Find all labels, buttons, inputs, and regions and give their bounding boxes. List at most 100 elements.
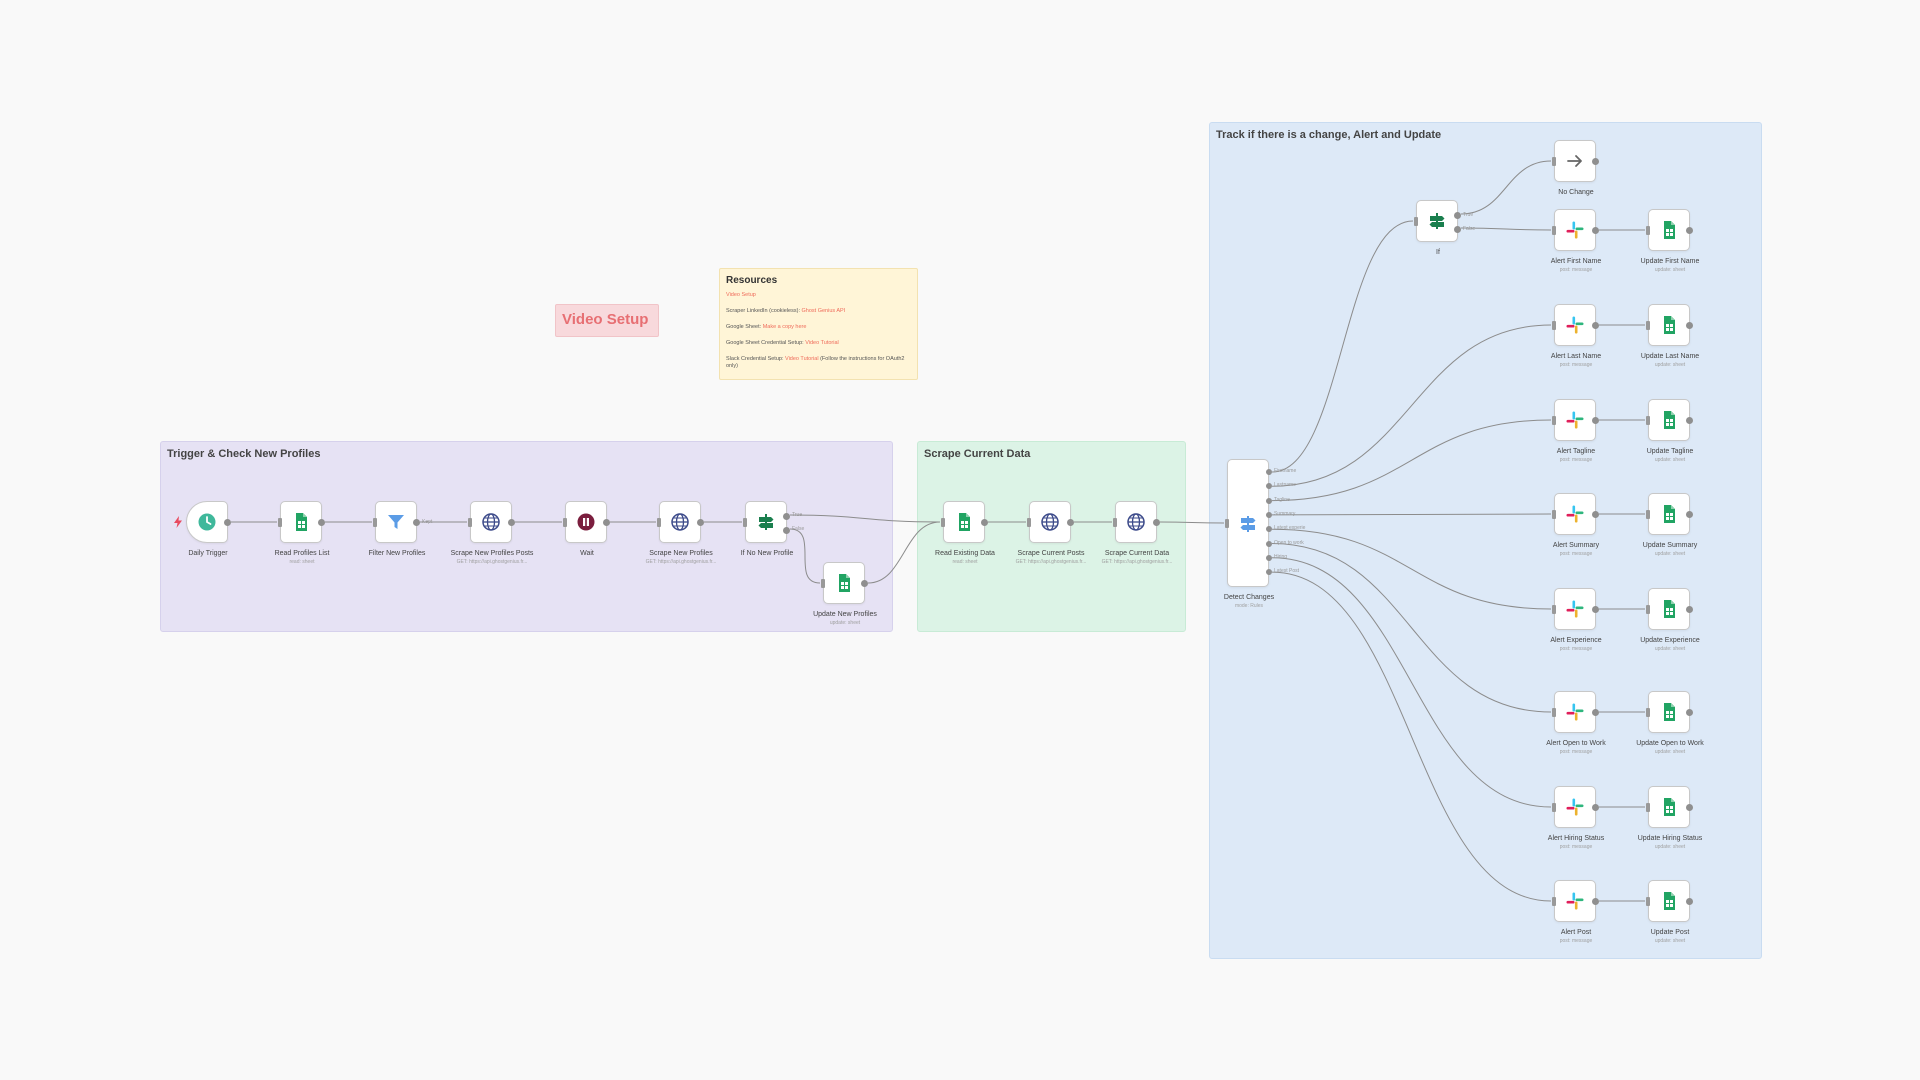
node-wait[interactable]: Wait <box>563 501 610 557</box>
video-setup-note[interactable]: Video Setup <box>555 304 659 337</box>
resources-link[interactable]: Ghost Genius API <box>801 308 846 314</box>
input-port[interactable] <box>1552 604 1556 614</box>
output-port[interactable] <box>1592 605 1599 613</box>
output-port[interactable] <box>783 512 790 520</box>
input-port[interactable] <box>1414 216 1418 226</box>
output-port[interactable] <box>603 518 610 526</box>
output-port[interactable] <box>224 518 231 526</box>
output-port[interactable] <box>783 526 790 534</box>
output-port[interactable] <box>1686 226 1693 234</box>
resources-note[interactable]: Resources Video Setup Scraper LinkedIn (… <box>719 268 918 380</box>
output-port[interactable] <box>1454 225 1461 233</box>
output-port[interactable] <box>1592 416 1599 424</box>
output-port[interactable] <box>1686 708 1693 716</box>
input-port[interactable] <box>1113 517 1117 527</box>
input-port[interactable] <box>1552 225 1556 235</box>
output-port[interactable] <box>1592 803 1599 811</box>
input-port[interactable] <box>1552 707 1556 717</box>
output-port[interactable] <box>1686 416 1693 424</box>
output-port[interactable] <box>1686 897 1693 905</box>
resources-link[interactable]: Video Tutorial <box>805 340 839 346</box>
input-port[interactable] <box>1552 509 1556 519</box>
input-port[interactable] <box>373 517 377 527</box>
node-no-change[interactable]: No Change <box>1552 140 1599 196</box>
input-port[interactable] <box>1646 896 1650 906</box>
node-filter-new-profiles[interactable]: Filter New Profiles <box>369 501 425 557</box>
output-port[interactable] <box>1686 605 1693 613</box>
node-daily-trigger[interactable]: Daily Trigger <box>174 501 231 557</box>
input-port[interactable] <box>1552 415 1556 425</box>
resources-link[interactable]: Make a copy here <box>762 324 807 330</box>
output-port[interactable] <box>413 518 420 526</box>
output-port[interactable] <box>861 579 868 587</box>
input-port[interactable] <box>1646 707 1650 717</box>
input-port[interactable] <box>1027 517 1031 527</box>
resources-link[interactable]: Video Setup <box>726 292 756 298</box>
output-port[interactable] <box>1592 897 1599 905</box>
output-port[interactable] <box>1266 554 1272 561</box>
input-port[interactable] <box>1225 518 1229 528</box>
input-port[interactable] <box>1646 320 1650 330</box>
node-if[interactable]: If <box>1414 200 1461 256</box>
resources-link[interactable]: Video Tutorial <box>785 356 819 362</box>
output-port[interactable] <box>981 518 988 526</box>
output-port[interactable] <box>1592 510 1599 518</box>
input-port[interactable] <box>563 517 567 527</box>
output-port[interactable] <box>1592 226 1599 234</box>
output-port[interactable] <box>1266 569 1272 576</box>
output-port[interactable] <box>1266 511 1272 518</box>
output-port[interactable] <box>1266 540 1272 547</box>
output-port[interactable] <box>1266 497 1272 504</box>
input-port[interactable] <box>941 517 945 527</box>
output-port[interactable] <box>1592 708 1599 716</box>
input-port[interactable] <box>1552 320 1556 330</box>
input-port[interactable] <box>657 517 661 527</box>
input-port[interactable] <box>1552 156 1556 166</box>
input-port[interactable] <box>1646 802 1650 812</box>
input-port[interactable] <box>1552 896 1556 906</box>
input-port[interactable] <box>278 517 282 527</box>
input-port[interactable] <box>1552 802 1556 812</box>
input-port[interactable] <box>468 517 472 527</box>
output-port[interactable] <box>1686 321 1693 329</box>
output-port[interactable] <box>508 518 515 526</box>
output-port[interactable] <box>318 518 325 526</box>
input-port[interactable] <box>1646 225 1650 235</box>
input-port[interactable] <box>1646 415 1650 425</box>
output-port[interactable] <box>1686 803 1693 811</box>
output-port[interactable] <box>1266 483 1272 490</box>
output-port[interactable] <box>1067 518 1074 526</box>
input-port[interactable] <box>1646 604 1650 614</box>
input-port[interactable] <box>743 517 747 527</box>
output-port[interactable] <box>697 518 704 526</box>
node-if-no-new-profile[interactable]: If No New Profile <box>741 501 793 557</box>
output-port[interactable] <box>1454 211 1461 219</box>
output-port[interactable] <box>1686 510 1693 518</box>
input-port[interactable] <box>1646 509 1650 519</box>
output-port[interactable] <box>1266 469 1272 475</box>
output-port[interactable] <box>1592 157 1599 165</box>
